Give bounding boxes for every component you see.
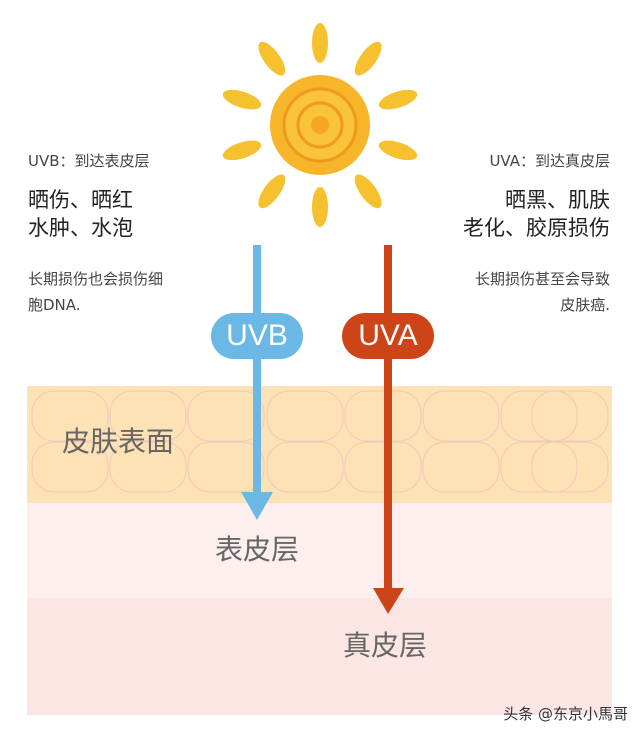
uva-note-line: 皮肤癌. xyxy=(560,296,610,314)
skin-cells xyxy=(31,390,609,493)
uva-effects: 晒黑、肌肤 老化、胶原损伤 xyxy=(463,186,610,242)
uva-arrow xyxy=(373,245,404,614)
dermis-label: 真皮层 xyxy=(343,629,428,662)
uvb-effect-line: 水肿、水泡 xyxy=(28,216,133,240)
uvb-badge: UVB xyxy=(211,313,303,359)
uvb-note: 长期损伤也会损伤细 胞DNA. xyxy=(28,266,163,318)
uva-note-line: 长期损伤甚至会导致 xyxy=(474,270,610,288)
uvb-effects: 晒伤、晒红 水肿、水泡 xyxy=(28,186,133,242)
dermis-layer xyxy=(27,598,612,715)
epidermis-label: 表皮层 xyxy=(215,533,300,566)
uva-badge: UVA xyxy=(342,313,434,359)
uvb-arrow xyxy=(241,245,273,520)
uvb-heading: UVB：到达表皮层 xyxy=(28,152,150,170)
uvb-note-line: 长期损伤也会损伤细 xyxy=(28,270,164,288)
uvb-note-line: 胞DNA. xyxy=(28,296,81,314)
watermark: 头条 @东京小馬哥 xyxy=(503,705,628,723)
uva-effect-line: 晒黑、肌肤 xyxy=(505,188,610,212)
sun-icon xyxy=(222,23,418,227)
skin-surface-label: 皮肤表面 xyxy=(62,425,175,458)
uva-effect-line: 老化、胶原损伤 xyxy=(463,216,610,240)
epidermis-layer xyxy=(27,503,612,598)
uvb-effect-line: 晒伤、晒红 xyxy=(28,188,133,212)
uva-heading: UVA：到达真皮层 xyxy=(489,152,610,170)
skin-surface-layer xyxy=(27,386,612,503)
uva-note: 长期损伤甚至会导致 皮肤癌. xyxy=(475,266,610,318)
